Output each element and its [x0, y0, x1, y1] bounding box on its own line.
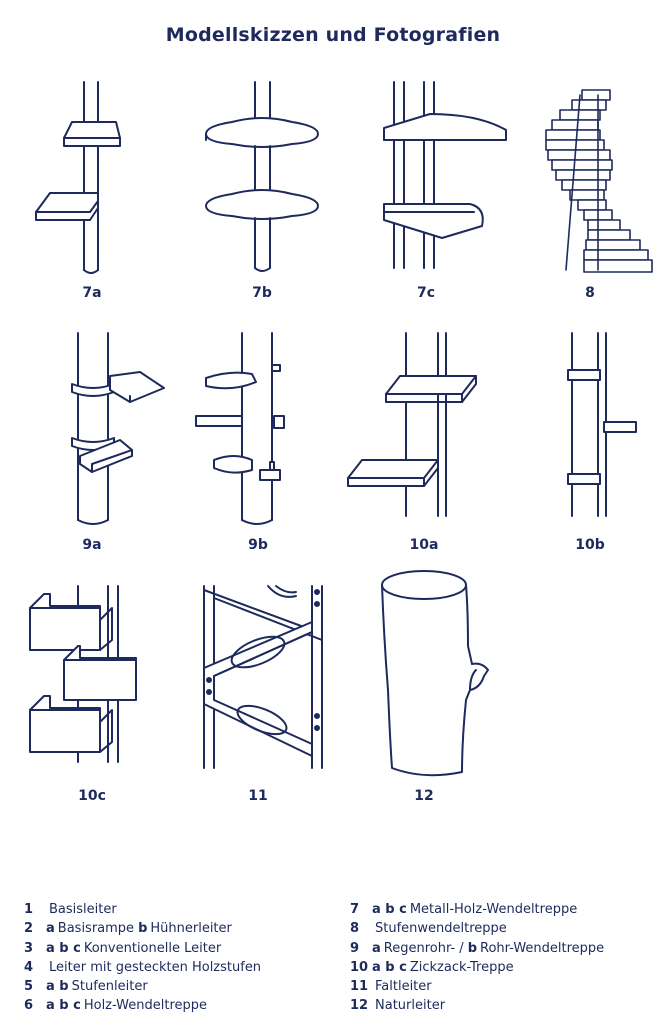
legend-prefix: a b c — [372, 902, 407, 917]
legend-text: Konventionelle Leiter — [83, 940, 222, 956]
legend-item: 4 Leiter mit gesteckten Holzstufen — [24, 958, 268, 977]
legend-prefix: a — [372, 940, 381, 956]
legend-prefix: a b c — [46, 998, 81, 1014]
legend-text: Holz-Wendeltreppe — [83, 998, 208, 1014]
legend-text: Regenrohr- / — [383, 940, 464, 956]
legend-number: 2 — [24, 921, 34, 937]
figure-label-12: 12 — [414, 788, 434, 804]
legend-number: 9 — [350, 940, 360, 956]
sketch-8 — [545, 89, 653, 273]
sketch-12 — [381, 570, 489, 777]
sketch-11 — [203, 585, 323, 769]
legend-number: 12 — [350, 998, 369, 1014]
figure-label-10b: 10b — [575, 537, 605, 553]
legend-number: 7 — [350, 902, 360, 917]
legend-item: 11 Faltleiter — [350, 977, 604, 996]
legend-item: 12 Naturleiter — [350, 996, 604, 1015]
legend-text: Basisrampe — [57, 921, 135, 937]
legend-text: Naturleiter — [375, 998, 446, 1014]
legend-text: Zickzack-Treppe — [409, 959, 514, 975]
figure-label-9b: 9b — [248, 537, 268, 553]
figure-label-7a: 7a — [82, 285, 102, 301]
legend-prefix: a b — [46, 979, 69, 995]
legend-text: Metall-Holz-Wendeltreppe — [409, 902, 578, 917]
sketch-7b — [205, 81, 319, 272]
sketch-10b — [567, 332, 637, 517]
legend-number: 1 — [24, 902, 34, 917]
sketch-10a — [347, 332, 477, 517]
legend-item: 8 Stufenwendeltreppe — [350, 919, 604, 938]
legend-number: 5 — [24, 979, 34, 995]
sketch-7c — [383, 81, 507, 269]
figure-label-9a: 9a — [82, 537, 102, 553]
page-title: Modellskizzen und Fotografien — [165, 24, 501, 46]
legend-number: 4 — [24, 959, 34, 975]
sketch-7a — [35, 81, 121, 274]
figure-label-10c: 10c — [78, 788, 106, 804]
legend-text: Faltleiter — [375, 979, 432, 995]
figure-label-8: 8 — [585, 285, 595, 301]
legend-number: 8 — [350, 921, 360, 937]
legend-prefix-2: b — [138, 921, 148, 937]
sketch-9a — [71, 332, 165, 525]
legend-number: 3 — [24, 940, 34, 956]
legend-prefix: a — [46, 921, 55, 937]
legend-prefix-2: b — [467, 940, 477, 956]
legend-text-2: Rohr-Wendeltreppe — [480, 940, 605, 956]
figure-label-7b: 7b — [252, 285, 272, 301]
figure-label-7c: 7c — [416, 285, 436, 301]
legend-number: 11 — [350, 979, 369, 995]
legend-number: 6 — [24, 998, 34, 1014]
legend-text: Stufenleiter — [71, 979, 148, 995]
legend-item: 1 Basisleiter — [24, 900, 268, 919]
sketch-9b — [195, 332, 285, 525]
legend-text: Stufenwendeltreppe — [375, 921, 507, 937]
legend-number: 10 — [350, 959, 369, 975]
figure-label-10a: 10a — [409, 537, 439, 553]
legend-text-2: Hühnerleiter — [150, 921, 232, 937]
legend-prefix: a b c — [372, 959, 407, 975]
legend-text: Leiter mit gesteckten Holzstufen — [49, 959, 262, 975]
figure-label-11: 11 — [248, 788, 268, 804]
sketch-10c — [29, 585, 137, 763]
legend-prefix: a b c — [46, 940, 81, 956]
legend-text: Basisleiter — [49, 902, 117, 917]
